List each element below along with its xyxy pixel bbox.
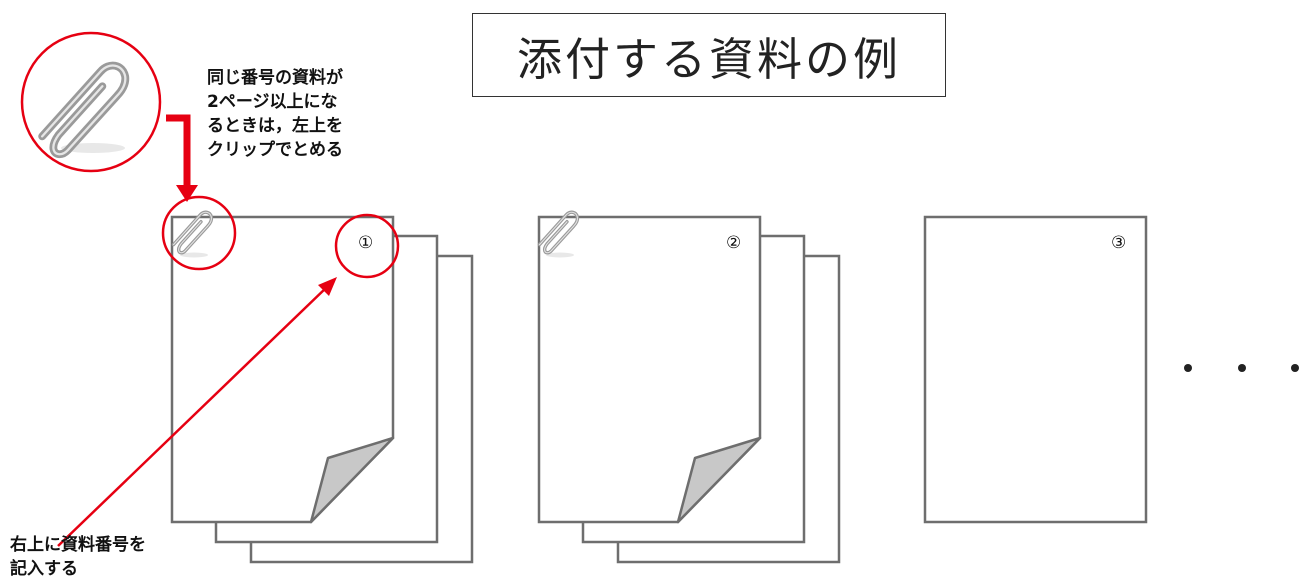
number-note-line: 記入する: [10, 559, 78, 579]
clip-note-line: 2ページ以上にな: [207, 92, 338, 112]
document-number-3: ③: [1111, 233, 1127, 253]
doc2-clip: [536, 205, 581, 259]
clip-highlight-circle: [161, 195, 237, 271]
page-curl: [676, 436, 762, 524]
clip-note-line: 同じ番号の資料が: [207, 68, 343, 88]
document-number-2: ②: [726, 233, 742, 253]
ellipsis-dots: [1184, 364, 1299, 372]
clip-illustration: [20, 31, 162, 173]
paperclip-icon: [38, 61, 130, 159]
clip-arrow: [166, 114, 198, 202]
document-number-1: ①: [358, 233, 374, 253]
page-curl: [309, 436, 395, 524]
doc1-clip: [161, 195, 237, 271]
clip-note-line: るときは，左上を: [207, 116, 343, 136]
diagram-title: 添付する資料の例: [472, 13, 946, 97]
number-arrow: [57, 213, 400, 547]
document-stack-2: [537, 215, 841, 564]
clip-note: 同じ番号の資料が 2ページ以上にな るときは，左上を クリップでとめる: [207, 66, 343, 162]
document-stack-3: [923, 215, 1148, 524]
clip-note-line: クリップでとめる: [207, 140, 343, 160]
number-note: 右上に資料番号を 記入する: [10, 533, 146, 581]
number-highlight-circle: [334, 213, 400, 279]
front-page: [923, 215, 1148, 524]
number-note-line: 右上に資料番号を: [10, 535, 146, 555]
document-stack-1: [170, 215, 474, 564]
